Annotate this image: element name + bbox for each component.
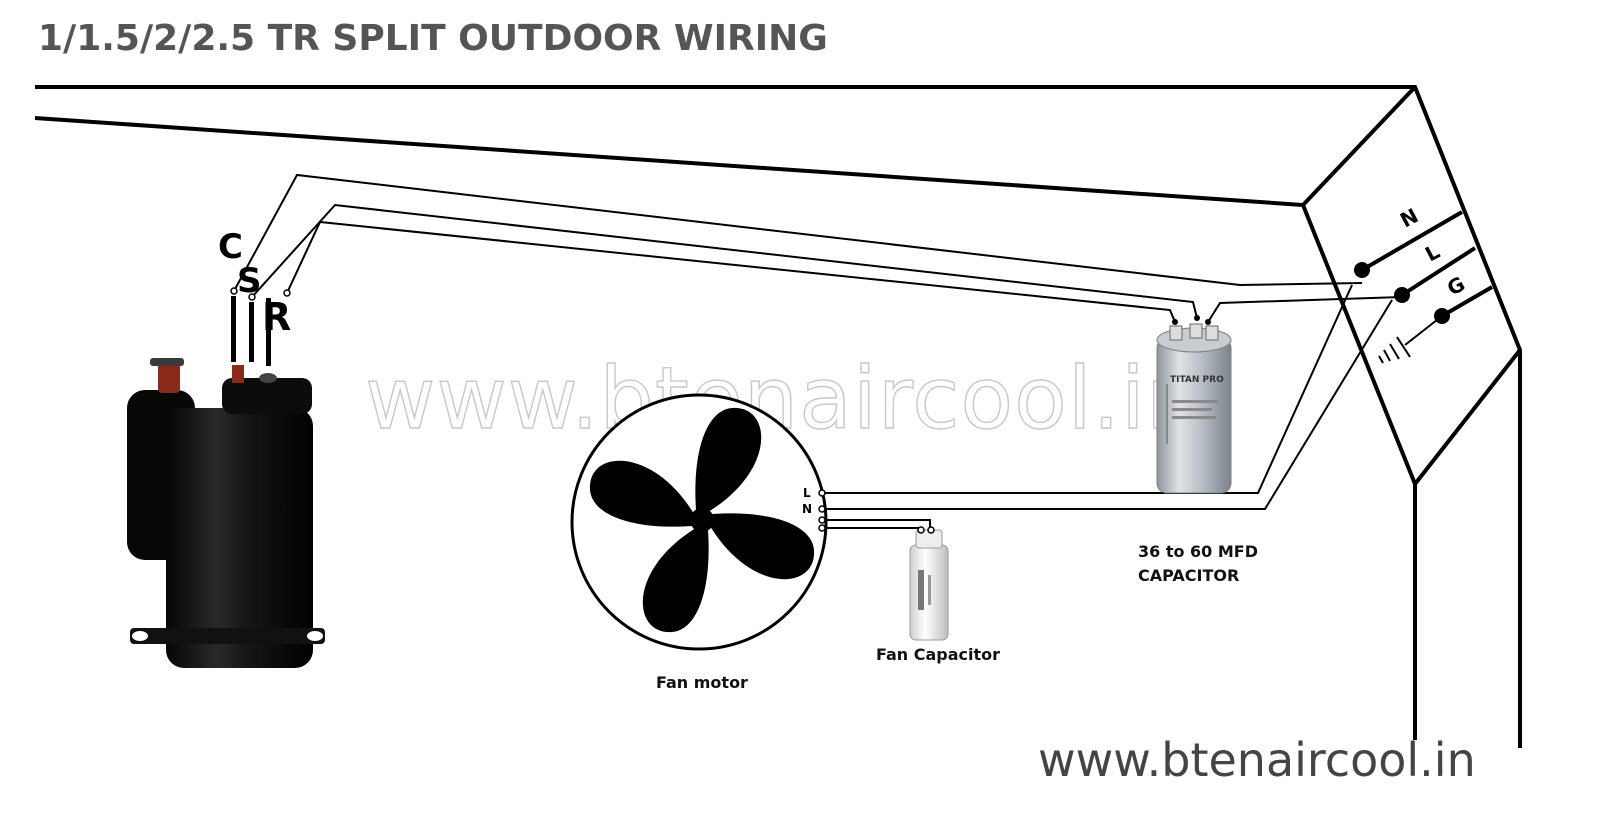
terminal-g-bar [1440,285,1494,318]
fan-icon [570,393,828,651]
compressor-base [130,628,325,644]
terminal-n-bar [1360,210,1464,272]
compressor-wires [233,173,1401,323]
terminal-label-r: R [262,295,291,339]
fan-capacitor-icon [909,526,949,641]
fan-terminal-l [818,489,826,497]
supply-wire-inner [34,116,1417,740]
wire-c-to-n [233,173,1363,292]
run-capacitor-body [1156,337,1232,494]
terminal-block-bottom-edge [1413,348,1522,486]
fan-terminal-n [818,505,826,513]
fan-blades [589,407,815,633]
supply-wire-outer [35,85,1522,748]
terminal-l-screw [1394,287,1410,303]
wire-r-to-capacitor [286,220,1176,323]
terminal-label-s: S [237,261,262,301]
terminal-label-n: N [1396,203,1422,232]
capacitor-icon [1156,315,1232,494]
terminal-block-top-edge [1301,85,1417,207]
terminal-label-c: C [218,227,243,267]
pin-r [266,298,271,366]
wire-capacitor-to-l [1207,296,1401,323]
footer-url: www.btenaircool.in [1038,733,1476,787]
terminal-l-bar [1400,246,1477,297]
fan-label-n: N [802,502,812,516]
supply-wires [34,85,1522,748]
pin-c [231,296,236,362]
wire-s-to-capacitor [251,203,1198,319]
compressor-top [222,378,312,414]
fan-label-l: L [803,486,811,500]
run-capacitor-label-2: CAPACITOR [1138,566,1239,585]
wire-fan-n [824,299,1393,510]
wire-fan-cap-2 [824,527,921,534]
pin-s [249,302,254,362]
terminal-label-g: G [1443,272,1469,301]
fan-motor-label: Fan motor [656,673,748,692]
compressor-shell [166,408,313,668]
terminal-n-screw [1354,262,1370,278]
wire-fan-l [824,284,1353,494]
ground-icon [1378,315,1443,364]
fan-capacitor-label: Fan Capacitor [876,645,1000,664]
accumulator-valve [158,363,180,393]
compressor-icon [127,287,325,668]
terminal-label-l: L [1421,239,1444,266]
run-capacitor-label-1: 36 to 60 MFD [1138,542,1258,561]
run-capacitor-brand: TITAN PRO [1170,375,1224,385]
page-title: 1/1.5/2/2.5 TR SPLIT OUTDOOR WIRING [38,18,828,59]
